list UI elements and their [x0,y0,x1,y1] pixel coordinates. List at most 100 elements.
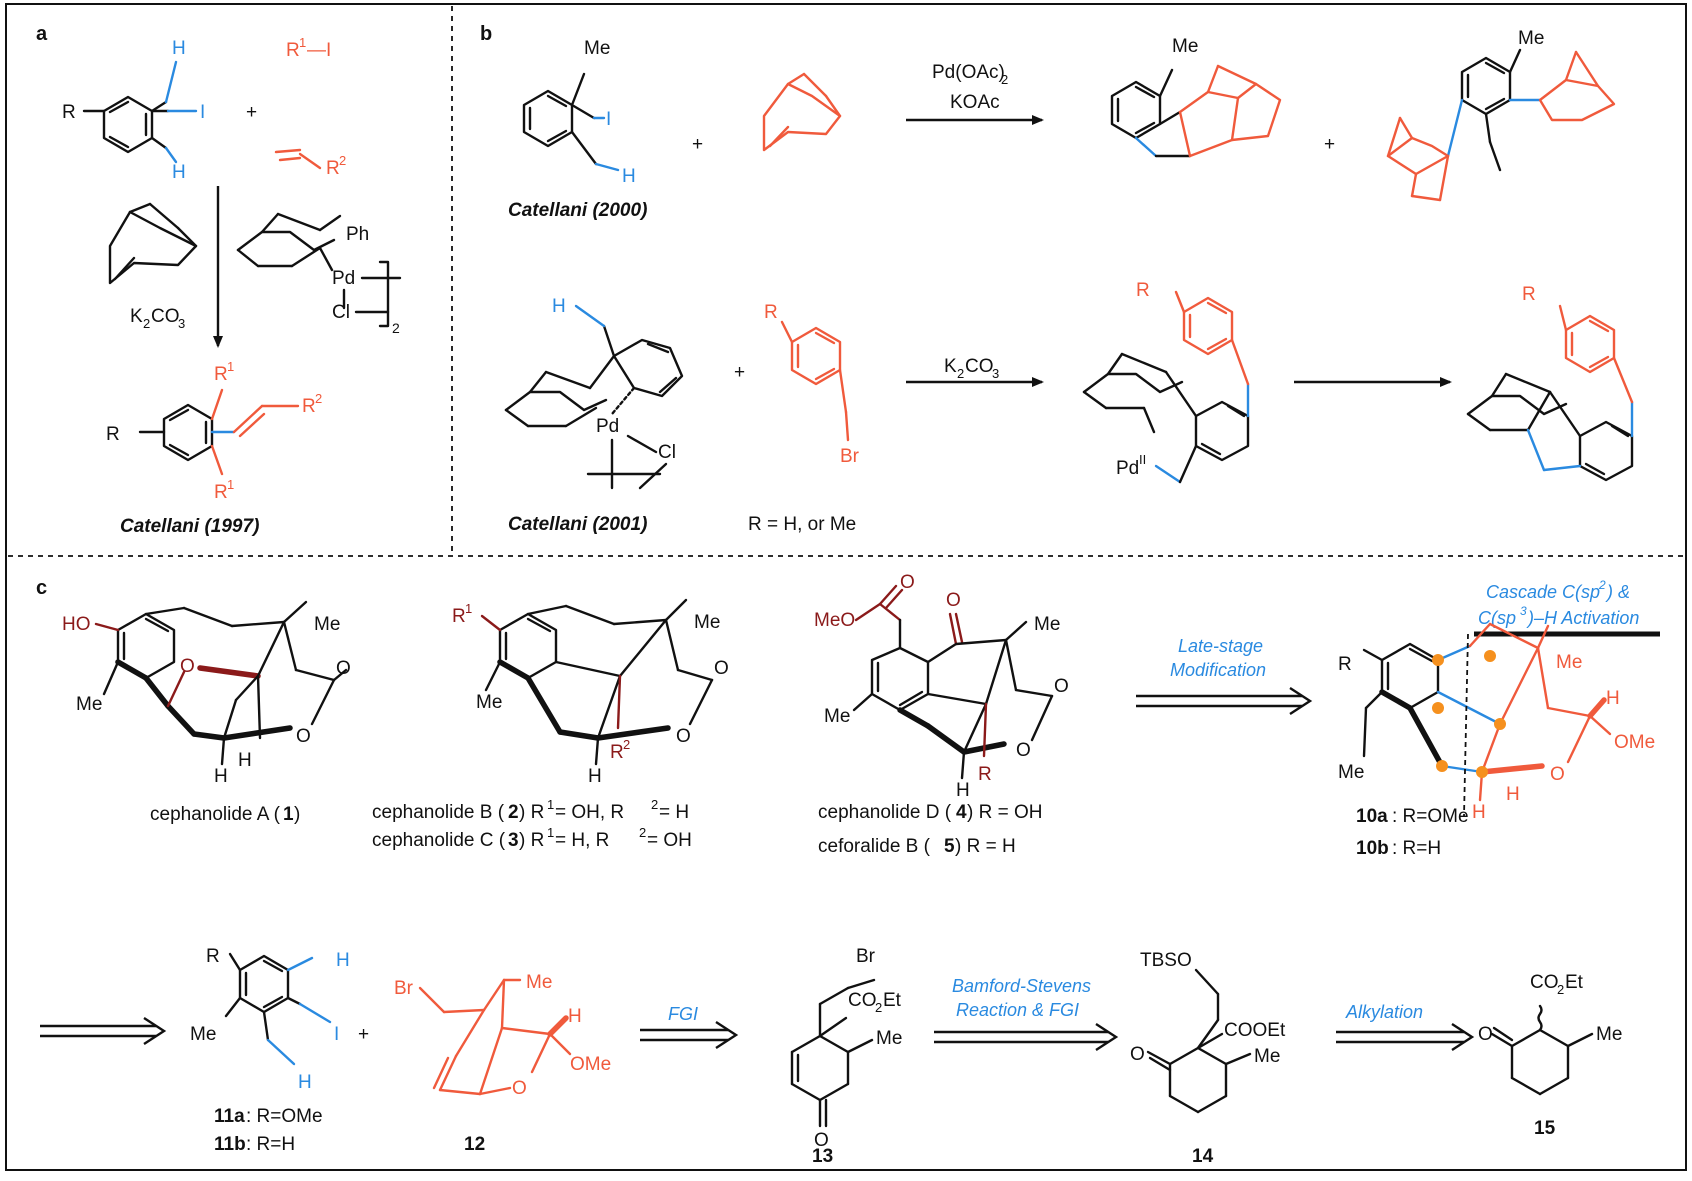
atom-o: O [1550,764,1565,785]
atom-o: O [512,1078,527,1099]
atom-me: Me [1518,28,1544,49]
atom-h: H [568,1006,582,1027]
atom-o: O [296,726,311,747]
modification-label: Modification [1170,660,1266,680]
cpd2-text: ) R [519,802,544,823]
atom-me: Me [694,612,720,633]
cpd3-text2: = H, R [555,830,609,851]
reagent-koac: KOAc [950,92,1000,113]
atom-me: Me [526,972,552,993]
atom-h: H [1506,784,1520,805]
retro-arrow-fgi [640,1020,739,1050]
compound-12-structure: Br Me H OMe O [394,972,611,1099]
atom-h: H [1472,802,1486,823]
atom-me: Me [476,692,502,713]
norbornene-red [762,72,842,152]
atom-tbso: TBSO [1140,950,1192,971]
ceforalide-b-label: ceforalide B ( 5 ) R = H [818,836,1016,857]
k2co3-sub: 2 [957,366,964,381]
cpd11a-text: : R=OMe [246,1106,323,1127]
atom-o: O [1130,1044,1145,1065]
reagent-pdoac-sub: 2 [1001,72,1008,87]
cpd2-text3: = H [659,802,689,823]
retro-arrow-late-stage [1136,686,1313,716]
cpd3-number: 3 [508,830,519,851]
plus-sign: + [1324,134,1335,155]
atom-r: R [978,764,992,785]
cascade-label-1b: ) & [1605,582,1630,602]
co2et-co: CO [1530,972,1559,993]
atom-r: R [1522,284,1536,305]
atom-br: Br [394,978,414,999]
cephanolide-b-label: cephanolide B ( 2 ) R 1 = OH, R 2 = H [372,797,689,823]
caption-catellani-2000: Catellani (2000) [508,200,647,221]
activation-dot [1436,760,1448,772]
k2co3-sub2: 3 [992,366,999,381]
r1-superscript: 1 [227,359,234,374]
cpd3-name: cephanolide C ( [372,830,506,851]
cpd3-text3: = OH [647,830,692,851]
atom-h: H [214,766,228,787]
cpd1-name: cephanolide A ( [150,804,281,825]
r2-superscript: 2 [623,737,630,752]
atom-o: O [814,1130,829,1151]
cpd10a-text: : R=OMe [1392,806,1469,827]
cpd15-number: 15 [1534,1118,1556,1139]
panel-label-a: a [36,23,48,45]
product-2001-structure: R [1466,284,1634,482]
iodide-label: —I [307,40,331,61]
atom-h: H [552,296,566,317]
cascade-sup1: 2 [1598,578,1606,592]
atom-me: Me [1596,1024,1622,1045]
plus-sign: + [246,102,257,123]
pd-oxidation: II [1139,452,1146,467]
atom-meo: MeO [814,610,855,631]
co2et-sub: 2 [875,1000,882,1015]
cephanolide-bc-structure: R 1 Me Me O O H R 2 [452,598,729,787]
atom-br: Br [840,446,860,467]
compound-11-label: 11a : R=OMe 11b : R=H [214,1106,323,1155]
cpd2-number: 2 [508,802,519,823]
cpd2-text2: = OH, R [555,802,624,823]
k2co3-k: K [944,356,957,377]
r-group-note: R = H, or Me [748,514,856,535]
r1-label: R [214,364,228,385]
cpd11b-number: 11b [214,1134,246,1155]
cpd11a-number: 11a [214,1106,245,1127]
cpd3-text: ) R [519,830,544,851]
alkylation-label: Alkylation [1345,1002,1423,1022]
atom-br: Br [856,946,876,967]
atom-o: O [676,726,691,747]
compound-10-structure: R Me Me H OMe O H H [1338,622,1655,823]
norbornene-structure [108,202,198,285]
product-structure-a: R R 1 R 1 R 2 [106,359,322,503]
cascade-label-2b: )–H Activation [1526,608,1639,628]
plus-sign: + [734,362,745,383]
r2-label: R [610,742,624,763]
atom-h: H [238,750,252,771]
cpd1-number: 1 [283,804,294,825]
plus-sign: + [692,134,703,155]
atom-me: Me [1338,762,1364,783]
r1-superscript: 1 [227,477,234,492]
k2co3-k: K [130,306,143,327]
cpd10a-number: 10a [1356,806,1388,827]
atom-ome: OMe [1614,732,1655,753]
aryl-iodide-structure: R H I H [62,38,205,183]
atom-me: Me [584,38,610,59]
atom-i: I [200,102,205,123]
retro-arrow-start [40,1016,167,1046]
atom-cl: Cl [332,302,350,323]
atom-ph: Ph [346,224,369,245]
atom-me: Me [1034,614,1060,635]
dimer-subscript: 2 [392,320,400,336]
co2et-sub: 2 [1557,982,1564,997]
atom-cl: Cl [658,442,676,463]
atom-cooet: COOEt [1224,1020,1286,1041]
atom-h: H [336,950,350,971]
activation-dot [1494,718,1506,730]
compound-15-structure: O CO 2 Et Me [1478,972,1622,1096]
cpd2-sup2: 2 [651,797,658,812]
cpd14-number: 14 [1192,1146,1214,1167]
atom-me: Me [1556,652,1582,673]
